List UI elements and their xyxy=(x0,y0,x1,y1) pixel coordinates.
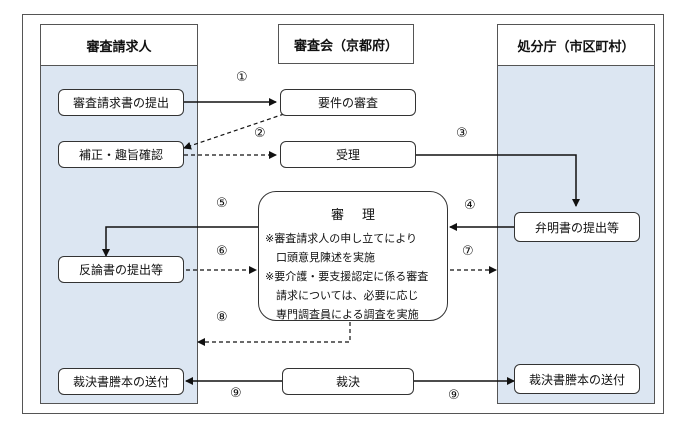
arrow-8 xyxy=(197,322,351,346)
deliberation-line-5: 専門調査員による調査を実施 xyxy=(265,308,419,321)
arrow-review-to-correction xyxy=(183,113,285,150)
box-submit-request: 審査請求書の提出 xyxy=(58,89,184,116)
step-9-left: ⑨ xyxy=(230,386,242,401)
box-send-ruling-right: 裁決書謄本の送付 xyxy=(514,364,640,394)
step-7: ⑦ xyxy=(462,244,474,259)
box-explanation: 弁明書の提出等 xyxy=(514,212,640,242)
box-ruling: 裁決 xyxy=(282,368,414,395)
step-8: ⑧ xyxy=(216,310,228,325)
step-4: ④ xyxy=(464,198,476,213)
box-send-ruling-left: 裁決書謄本の送付 xyxy=(58,368,184,395)
deliberation-title: 審理 xyxy=(330,208,393,223)
arrow-3 xyxy=(416,154,580,207)
step-1: ① xyxy=(236,70,248,85)
deliberation-line-4: 請求については、必要に応じ xyxy=(265,289,419,302)
step-6: ⑥ xyxy=(216,244,228,259)
column-requester-title: 審査請求人 xyxy=(41,25,197,66)
deliberation-line-1: ※審査請求人の申し立てにより xyxy=(265,232,417,245)
column-requester: 審査請求人 xyxy=(40,24,198,404)
column-authority-title: 処分庁（市区町村） xyxy=(498,25,654,66)
step-2: ② xyxy=(254,126,266,141)
box-rebuttal: 反論書の提出等 xyxy=(58,256,184,283)
box-requirement-review: 要件の審査 xyxy=(280,89,416,116)
arrow-5 xyxy=(102,226,258,257)
box-deliberation: 審理 ※審査請求人の申し立てにより 口頭意見陳述を実施 ※要介護・要支援認定に係… xyxy=(258,191,448,321)
column-council-title: 審査会（京都府） xyxy=(278,24,414,64)
box-acceptance: 受理 xyxy=(280,141,416,168)
diagram-frame xyxy=(22,14,664,414)
deliberation-line-2: 口頭意見陳述を実施 xyxy=(265,251,375,264)
step-9-right: ⑨ xyxy=(448,388,460,403)
step-3: ③ xyxy=(456,126,468,141)
box-correction: 補正・趣旨確認 xyxy=(58,141,184,168)
deliberation-line-3: ※要介護・要支援認定に係る審査 xyxy=(265,270,429,283)
step-5: ⑤ xyxy=(216,196,228,211)
